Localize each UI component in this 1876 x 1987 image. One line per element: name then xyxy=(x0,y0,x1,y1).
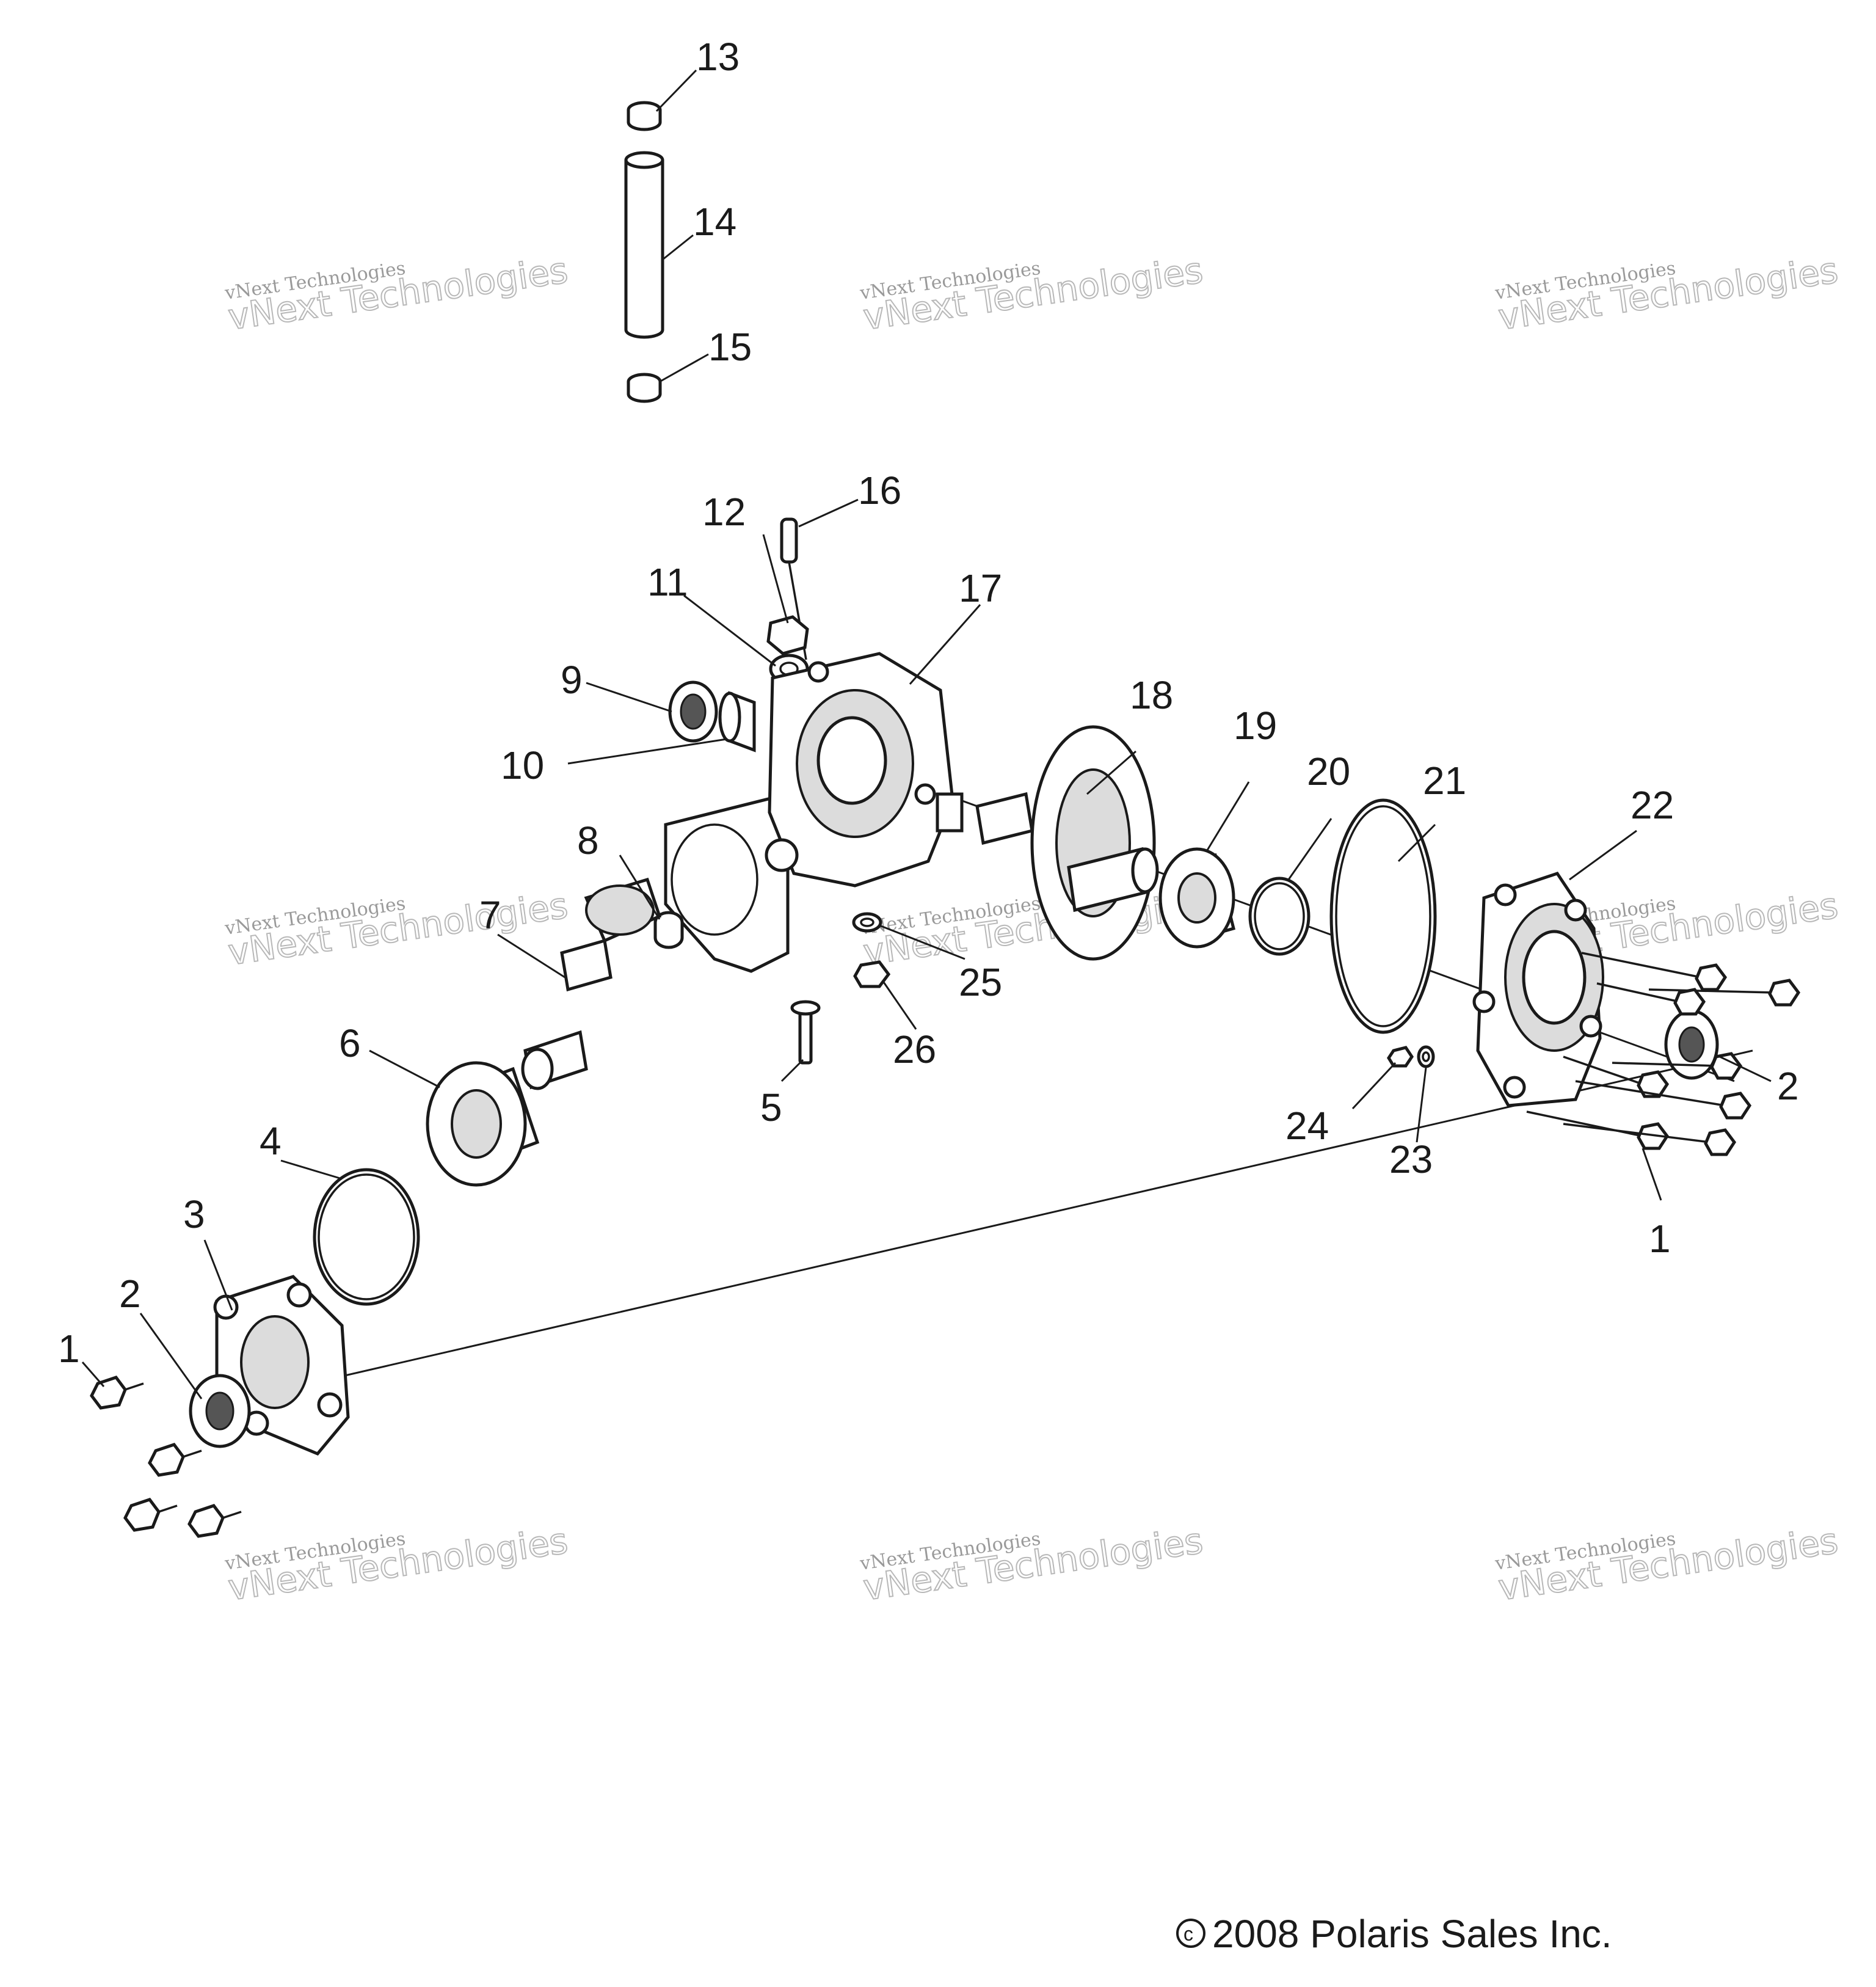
part-21-o-ring-large xyxy=(1329,798,1437,1034)
part-15-clamp xyxy=(627,373,662,403)
callout-16: 16 xyxy=(858,468,901,512)
callout-13: 13 xyxy=(696,35,740,79)
part-17-gearcase-housing xyxy=(664,652,964,973)
part-5-bolt xyxy=(790,1000,821,1065)
callout-1-right: 1 xyxy=(1649,1217,1671,1261)
part-9-seal xyxy=(668,680,718,743)
callout-18: 18 xyxy=(1130,673,1173,717)
copyright-symbol-letter: c xyxy=(1183,1923,1193,1945)
part-23-washer xyxy=(1417,1045,1435,1068)
part-20-o-ring xyxy=(1248,877,1311,956)
callout-25: 25 xyxy=(959,960,1002,1004)
callout-11: 11 xyxy=(647,560,688,604)
leader-lines xyxy=(81,69,1772,1399)
part-16-vent-fitting xyxy=(780,517,807,660)
callout-26: 26 xyxy=(893,1027,936,1071)
part-26-plug xyxy=(853,960,891,988)
copyright-symbol-icon xyxy=(1176,1919,1205,1948)
part-25-washer xyxy=(852,912,882,933)
part-14-breather-hose xyxy=(624,151,664,339)
callout-2-right: 2 xyxy=(1777,1064,1799,1108)
watermark: vNext Technologies vNext Technologies xyxy=(223,1519,571,1609)
callout-2-left: 2 xyxy=(119,1272,141,1316)
callout-12: 12 xyxy=(702,490,746,534)
part-1-bolts-right xyxy=(1526,952,1801,1156)
part-22-cover-right xyxy=(1472,872,1604,1107)
part-7-pinion-shaft xyxy=(521,877,662,1090)
watermark: vNext Technologies vNext Technologies xyxy=(223,884,571,974)
callout-6: 6 xyxy=(339,1021,361,1065)
part-4-o-ring xyxy=(313,1168,420,1306)
watermark: vNext Technologies vNext Technologies xyxy=(223,249,571,338)
watermark: vNext Technologies vNext Technologies xyxy=(858,1519,1206,1609)
part-2-seal-left xyxy=(189,1374,251,1448)
callout-15: 15 xyxy=(708,325,752,369)
part-8-sleeve xyxy=(653,911,684,949)
callout-labels: 13 14 15 16 12 11 17 9 10 18 19 20 21 22… xyxy=(58,35,1799,1371)
part-10-bushing xyxy=(718,691,756,753)
callout-17: 17 xyxy=(959,566,1002,610)
copyright: c 2008 Polaris Sales Inc. xyxy=(1176,1912,1612,1956)
callout-14: 14 xyxy=(693,200,736,244)
copyright-text: 2008 Polaris Sales Inc. xyxy=(1212,1912,1612,1956)
part-18-ring-gear-shaft xyxy=(975,725,1159,961)
part-24-bolt xyxy=(1387,1046,1414,1068)
part-13-clamp xyxy=(627,101,662,131)
callout-8: 8 xyxy=(577,818,599,862)
watermark-grid: vNext Technologies vNext Technologies vN… xyxy=(223,249,1841,1609)
callout-23: 23 xyxy=(1389,1137,1433,1181)
callout-3: 3 xyxy=(183,1192,205,1236)
callout-24: 24 xyxy=(1285,1104,1329,1148)
part-2-seal-right xyxy=(1664,1009,1719,1080)
callout-4: 4 xyxy=(260,1119,282,1163)
watermark: vNext Technologies vNext Technologies xyxy=(1493,249,1841,338)
part-6-bearing xyxy=(426,1061,540,1187)
callout-22: 22 xyxy=(1631,783,1674,827)
callout-5: 5 xyxy=(760,1085,782,1129)
part-12-drain-plug xyxy=(766,615,809,655)
callout-20: 20 xyxy=(1307,749,1350,793)
part-1-bolts-left xyxy=(90,1376,242,1538)
part-19-bearing xyxy=(1158,847,1236,949)
watermark: vNext Technologies vNext Technologies xyxy=(1493,1519,1841,1609)
assembly-axis-line xyxy=(244,1049,1753,1400)
callout-7: 7 xyxy=(479,893,501,937)
callout-9: 9 xyxy=(561,658,583,702)
callout-10: 10 xyxy=(501,743,544,787)
callout-1-left: 1 xyxy=(58,1327,80,1371)
watermark: vNext Technologies vNext Technologies xyxy=(858,249,1206,338)
callout-21: 21 xyxy=(1423,759,1466,803)
callout-19: 19 xyxy=(1234,704,1277,748)
